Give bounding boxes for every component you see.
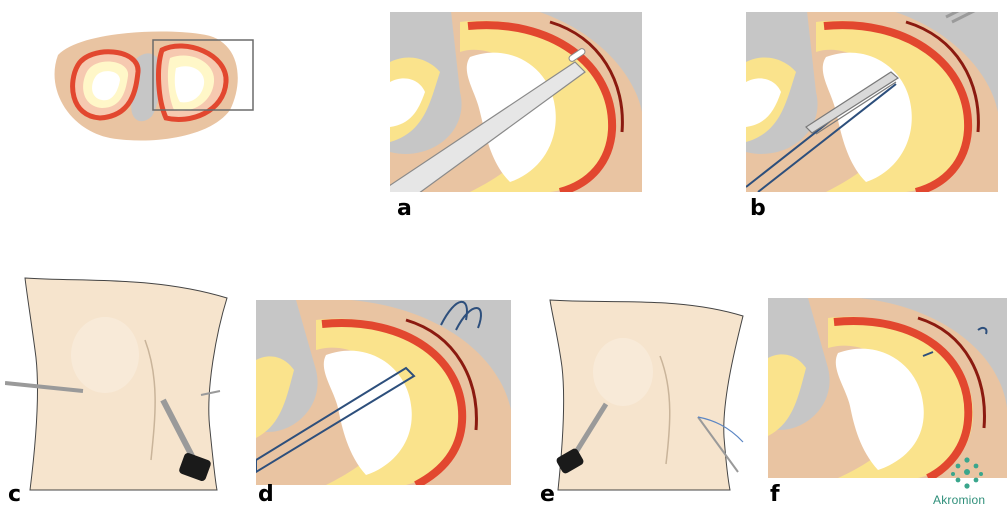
brand-name: Akromion (933, 493, 985, 507)
panel-label-b: b (750, 198, 766, 220)
patella-e (593, 338, 653, 406)
panel-label-f: f (770, 484, 780, 506)
panel-label-a: a (397, 198, 412, 220)
brand-dots-icon (947, 456, 987, 490)
overview-meniscus-diagram (40, 20, 265, 150)
panel-e-knee-image (538, 292, 750, 494)
panel-d-image (256, 300, 511, 485)
panel-label-c: c (8, 484, 21, 506)
panel-label-d: d (258, 484, 274, 506)
panel-a-image (390, 12, 642, 192)
panel-c-knee-image (5, 270, 237, 495)
panel-f-image (768, 298, 1007, 478)
patella (71, 317, 139, 393)
brand-logo: Akromion (933, 456, 1007, 509)
panel-label-e: e (540, 484, 555, 506)
panel-b-image (746, 12, 998, 192)
